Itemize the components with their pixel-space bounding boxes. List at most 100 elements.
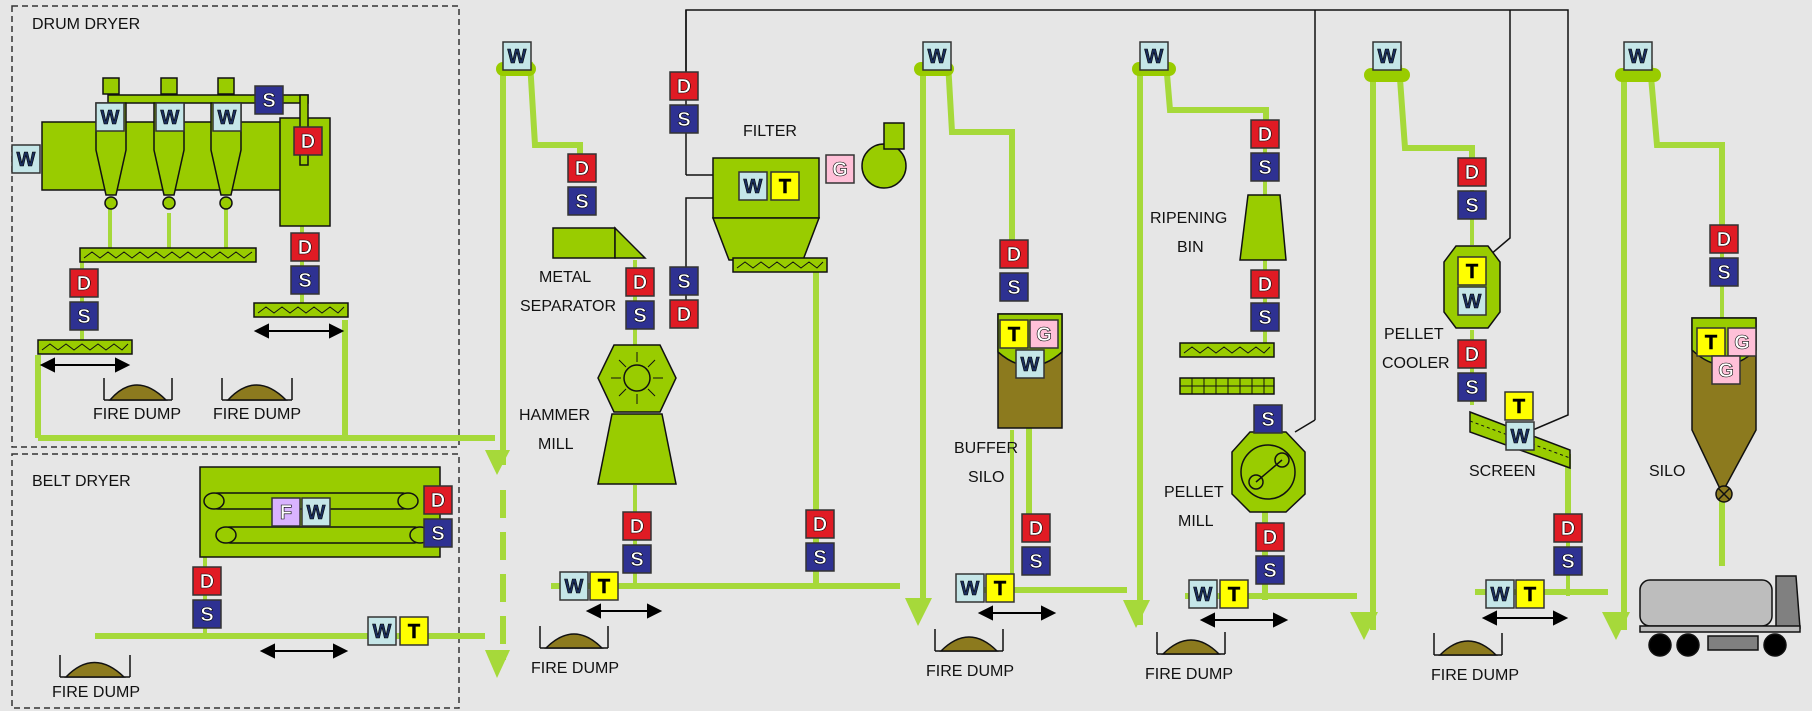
spark-sensor-badge: S bbox=[625, 300, 655, 330]
dust-sensor-badge: D bbox=[805, 509, 835, 539]
screw-conveyor-zigzags bbox=[41, 251, 345, 351]
badge-letter: D bbox=[77, 273, 91, 295]
temperature-badge: T bbox=[1515, 579, 1545, 609]
badge-letter: S bbox=[677, 109, 690, 131]
spark-sensor-badge: S bbox=[1457, 190, 1487, 220]
dust-sensor-badge: D bbox=[192, 566, 222, 596]
spark-sensor-badge: S bbox=[567, 186, 597, 216]
water-badge: W bbox=[922, 41, 952, 71]
badge-letter: T bbox=[598, 576, 610, 598]
temperature-badge: T bbox=[589, 571, 619, 601]
spark-sensor-badge: S bbox=[1255, 555, 1285, 585]
label-fire-dump: FIRE DUMP bbox=[213, 406, 301, 423]
gas-badge: G bbox=[825, 154, 855, 184]
signal-lines bbox=[685, 9, 1569, 433]
badge-letter: W bbox=[928, 46, 947, 68]
badge-letter: T bbox=[1705, 332, 1717, 354]
label-separator: SEPARATOR bbox=[520, 298, 616, 315]
badge-letter: D bbox=[813, 514, 827, 536]
badge-letter: W bbox=[1511, 426, 1530, 448]
badge-letter: F bbox=[280, 502, 292, 524]
bulk-truck bbox=[1639, 575, 1801, 657]
badge-letter: W bbox=[1194, 584, 1213, 606]
spark-sensor-badge: S bbox=[1457, 372, 1487, 402]
badge-letter: T bbox=[1513, 396, 1525, 418]
badge-letter: S bbox=[630, 549, 643, 571]
dust-sensor-badge: D bbox=[1457, 157, 1487, 187]
badge-letter: S bbox=[1717, 262, 1730, 284]
gas-badge: G bbox=[1029, 319, 1059, 349]
badge-letter: T bbox=[408, 621, 420, 643]
hammer-mill-teeth bbox=[611, 352, 663, 404]
belt-dryer bbox=[199, 466, 441, 558]
water-badge: W bbox=[1485, 579, 1515, 609]
equipment-labels: FILTER METAL SEPARATOR HAMMER MILL BUFFE… bbox=[52, 123, 1685, 701]
gas-badge: G bbox=[1711, 355, 1741, 385]
flow-arrowheads bbox=[485, 450, 1630, 678]
badge-letter: W bbox=[961, 578, 980, 600]
badge-letter: W bbox=[1491, 584, 1510, 606]
label-pellet-mill: PELLET bbox=[1164, 484, 1224, 501]
temperature-badge: T bbox=[1504, 391, 1534, 421]
spark-sensor-badge: S bbox=[192, 599, 222, 629]
badge-letter: W bbox=[1021, 354, 1040, 376]
badge-letter: D bbox=[1007, 244, 1021, 266]
ripening-grate bbox=[1180, 378, 1274, 394]
temperature-badge: T bbox=[985, 573, 1015, 603]
badge-letter: W bbox=[307, 502, 326, 524]
gas-badge: G bbox=[1727, 327, 1757, 357]
badge-letter: S bbox=[1261, 409, 1274, 431]
spark-sensor-badge: S bbox=[669, 104, 699, 134]
badge-letter: W bbox=[744, 176, 763, 198]
dust-sensor-badge: D bbox=[567, 153, 597, 183]
badge-letter: G bbox=[1734, 332, 1750, 354]
water-badge: W bbox=[95, 102, 125, 132]
badge-letter: W bbox=[565, 576, 584, 598]
badge-letter: G bbox=[1036, 324, 1052, 346]
badge-letter: D bbox=[630, 516, 644, 538]
badge-letter: D bbox=[575, 158, 589, 180]
water-badge: W bbox=[502, 41, 532, 71]
badge-letter: W bbox=[1378, 46, 1397, 68]
label-hammer: HAMMER bbox=[519, 407, 590, 424]
badge-letter: W bbox=[1629, 46, 1648, 68]
drum-dryer-section bbox=[11, 5, 460, 448]
metal-separator bbox=[552, 226, 647, 259]
dust-sensor-badge: D bbox=[1250, 119, 1280, 149]
label-ripening: RIPENING bbox=[1150, 210, 1227, 227]
dust-sensor-badge: D bbox=[293, 126, 323, 156]
badge-letter: G bbox=[1718, 360, 1734, 382]
dust-sensor-badge: D bbox=[1021, 513, 1051, 543]
spark-sensor-badge: S bbox=[805, 542, 835, 572]
badge-letter: W bbox=[1463, 291, 1482, 313]
spark-sensor-badge: S bbox=[999, 272, 1029, 302]
label-fire-dump: FIRE DUMP bbox=[926, 663, 1014, 680]
badge-letter: D bbox=[1029, 518, 1043, 540]
badge-letter: D bbox=[677, 76, 691, 98]
badge-letter: G bbox=[832, 159, 848, 181]
water-badge: W bbox=[1372, 41, 1402, 71]
hammer-mill bbox=[597, 344, 677, 485]
water-badge: W bbox=[1457, 286, 1487, 316]
badge-letter: S bbox=[1007, 277, 1020, 299]
spark-sensor-badge: S bbox=[69, 301, 99, 331]
fire-dump-pits bbox=[59, 378, 1503, 678]
badge-letter: S bbox=[575, 191, 588, 213]
water-badge: W bbox=[1015, 349, 1045, 379]
spark-sensor-badge: S bbox=[1250, 152, 1280, 182]
spark-sensor-badge: S bbox=[1021, 546, 1051, 576]
spark-sensor-badge: S bbox=[1709, 257, 1739, 287]
badge-letter: D bbox=[1258, 274, 1272, 296]
label-bin: BIN bbox=[1177, 239, 1204, 256]
dust-sensor-badge: D bbox=[69, 268, 99, 298]
water-badge: W bbox=[155, 102, 185, 132]
badge-letter: S bbox=[677, 271, 690, 293]
badge-letter: S bbox=[1258, 307, 1271, 329]
label-mill-pellet: MILL bbox=[1178, 513, 1214, 530]
filter bbox=[711, 122, 907, 273]
badge-letter: S bbox=[1263, 560, 1276, 582]
badge-letter: W bbox=[508, 46, 527, 68]
badge-letter: D bbox=[1465, 162, 1479, 184]
dust-sensor-badge: D bbox=[1553, 513, 1583, 543]
spark-sensor-badge: S bbox=[254, 85, 284, 115]
